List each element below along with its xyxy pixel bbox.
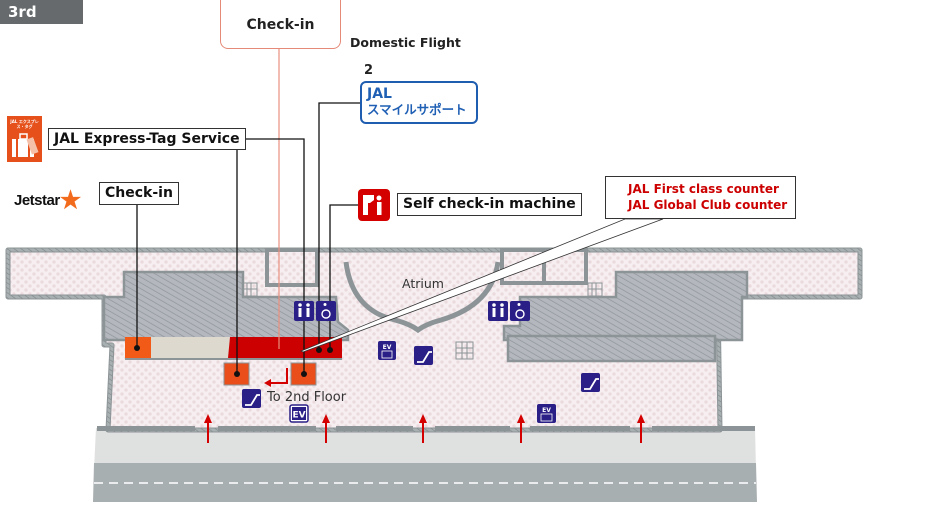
premium-leader: [300, 218, 664, 353]
svg-text:EV: EV: [383, 344, 392, 351]
restroom-icon: [488, 301, 508, 321]
accessible-elevator-icon: EV: [378, 341, 396, 360]
svg-text:EV: EV: [542, 407, 551, 414]
express-tag-label: JAL Express-Tag Service: [48, 128, 246, 150]
stairs-icon: [242, 282, 603, 360]
elevator-label: EV: [292, 411, 305, 421]
jetstar-checkin-label: Check-in: [99, 182, 179, 205]
domestic-checkin-header: Check-in: [220, 0, 341, 49]
restroom-icon: [294, 301, 314, 321]
accessible-elevator-icon: EV: [537, 404, 556, 423]
backoffice-right: [502, 270, 749, 342]
jal-smile-support-logo[interactable]: JAL スマイルサポート: [360, 81, 478, 124]
premium-counter-line2: JAL Global Club counter: [628, 198, 788, 212]
premium-counter-line1: JAL First class counter: [628, 182, 779, 196]
smile-support-line1: JAL: [367, 86, 392, 102]
accessible-restroom-icon: [316, 301, 336, 321]
backoffice-right-lower: [506, 334, 717, 363]
express-tag-icon: JAL エクスプレス・タグ: [7, 116, 42, 162]
sidewalk: [94, 428, 756, 470]
to-2nd-floor-arrow: [268, 368, 288, 384]
atrium-label: Atrium: [402, 276, 444, 291]
facade-wall: [97, 426, 755, 431]
elevator-icon: [289, 404, 309, 423]
premium-counter-label: JAL First class counter JAL Global Club …: [605, 176, 796, 219]
to-2nd-floor-label: To 2nd Floor: [266, 390, 347, 405]
leader-dots: [134, 345, 333, 377]
escalator-icon: [414, 346, 433, 365]
jal-checkin-counter: [228, 337, 342, 358]
domestic-flight-label: Domestic Flight: [350, 35, 461, 50]
self-checkin-icon: [358, 189, 390, 221]
floor-label: 3rd Floor: [0, 0, 83, 45]
accessible-restroom-icon: [510, 301, 530, 321]
jetstar-logo: Jetstar★: [14, 187, 81, 214]
entrance-arrow-icon: [204, 414, 645, 443]
room-top-left: [265, 248, 319, 287]
smile-support-number: 2: [364, 63, 374, 78]
escalator-icon: [581, 373, 600, 392]
atrium-wall: [343, 261, 501, 334]
unused-counter: [151, 337, 230, 358]
smile-support-line2: スマイルサポート: [367, 102, 467, 117]
escalator-icon: [242, 389, 261, 408]
self-checkin-label: Self check-in machine: [397, 193, 582, 216]
